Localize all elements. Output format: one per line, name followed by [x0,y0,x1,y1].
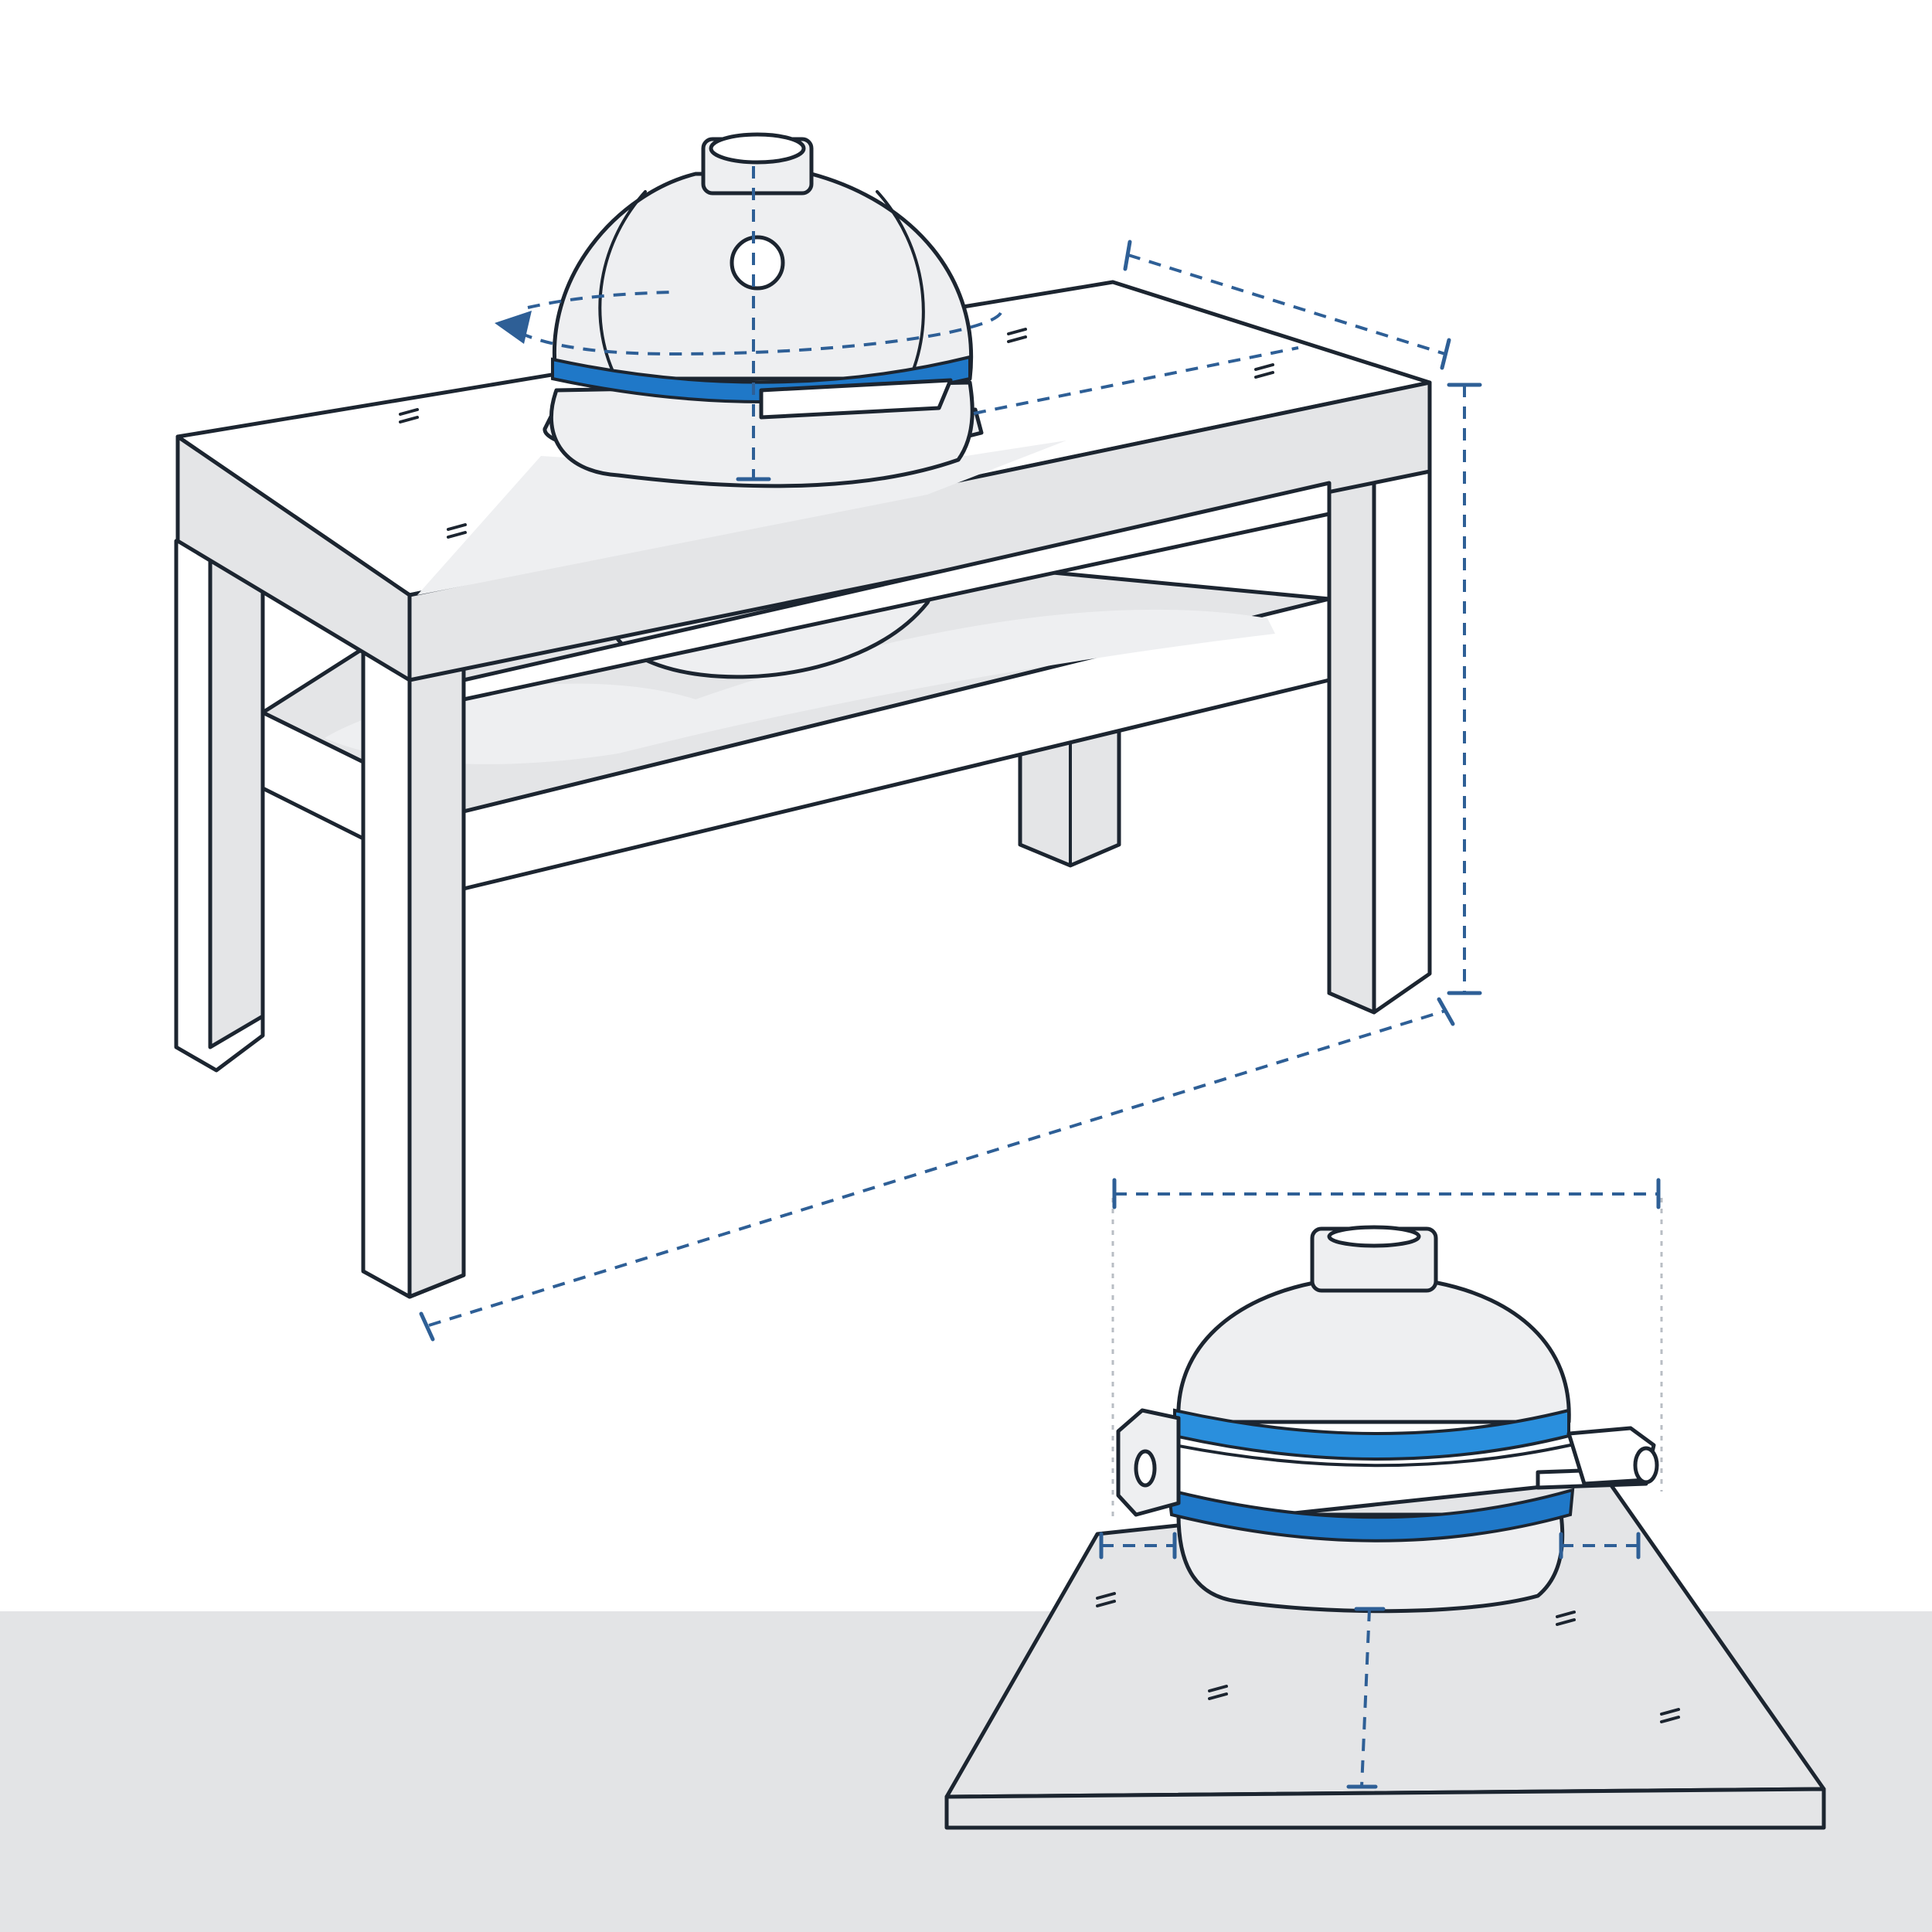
countertop-dimensions [1096,1178,1680,1789]
grill-diameter-arrow-icon [495,311,532,344]
table-width-line [428,1009,1446,1327]
grill-diameter-line [509,311,1002,356]
cutting-mark-icon [1096,1592,1680,1723]
cutting-mark-icon [399,328,1274,539]
cutout-width-line [973,346,1299,415]
table-view [174,132,1482,1342]
table-top-shadow [417,440,1066,595]
countertop-grill-dome [1176,1281,1571,1424]
table-dimensions [399,166,1482,1342]
grill-handle [759,378,953,420]
shelf-shadow [325,609,1275,764]
grill-thermometer [730,235,785,291]
countertop-grill-base [1176,1512,1565,1614]
grill-on-countertop [1116,1225,1659,1614]
countertop-depth-line [1360,1608,1371,1787]
countertop-grill-band-bottom [1166,1488,1575,1543]
grill-in-table [543,132,984,488]
table-depth-line [1128,253,1446,355]
countertop-view [944,1178,1826,1830]
